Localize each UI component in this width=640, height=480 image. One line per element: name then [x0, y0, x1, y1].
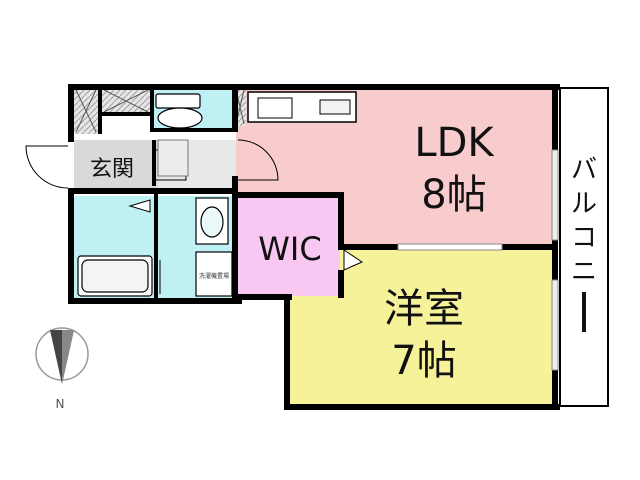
toilet-icon: [155, 93, 203, 129]
shoe-cabinet: [157, 139, 189, 177]
hatch-crosses: [75, 89, 245, 133]
balcony-label: バ ル コ ニ: [571, 155, 597, 332]
balcony-area: [559, 87, 609, 407]
balcony-label-char-4: ニ: [571, 257, 597, 287]
western-room-label: 洋室: [384, 286, 464, 332]
ldk-label: LDK: [414, 120, 495, 166]
kitchen-counter: [247, 91, 357, 123]
washer-space: 洗濯機置場: [195, 251, 233, 297]
wic-room: [238, 196, 340, 296]
entrance-label: 玄関: [90, 157, 134, 182]
washer-space-label: 洗濯機置場: [199, 272, 229, 280]
balcony-label-long-dash: [582, 292, 586, 332]
compass-north-label: N: [56, 397, 65, 411]
wash-basin-icon: [195, 197, 229, 245]
wic-label: WIC: [258, 230, 321, 268]
balcony-label-char-1: バ: [571, 155, 597, 185]
entrance-area: [74, 140, 158, 192]
bathtub-icon: [77, 255, 153, 297]
sliding-doors: [397, 149, 559, 371]
walls: [68, 84, 560, 410]
doors: [25, 139, 364, 296]
western-room-size-label: 7帖: [391, 338, 456, 384]
ldk-size-label: 8帖: [421, 172, 486, 218]
balcony-label-char-2: ル: [571, 189, 597, 219]
balcony-label-char-3: コ: [571, 223, 597, 253]
north-arrow-icon: N: [35, 327, 89, 411]
